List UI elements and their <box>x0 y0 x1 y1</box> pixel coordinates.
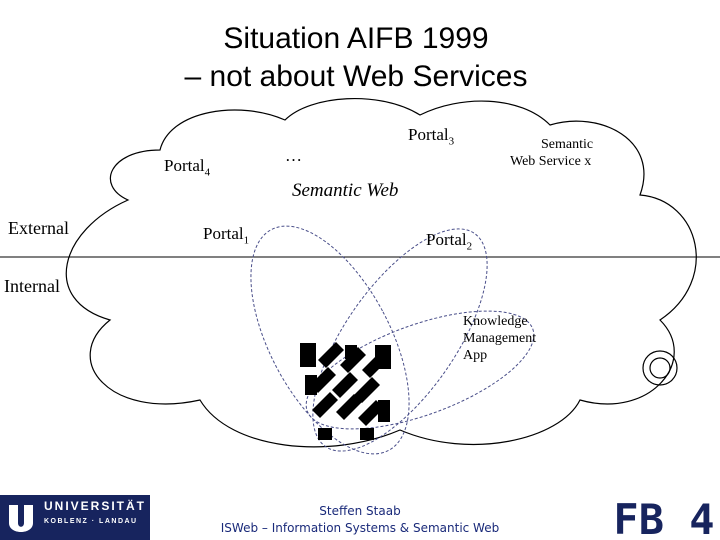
footer-speaker: Steffen Staab <box>319 504 401 518</box>
external-label: External <box>8 218 69 238</box>
portal3-label: Portal3 <box>408 125 454 147</box>
semantic-web-service-label: Semantic <box>541 136 593 153</box>
university-location: KOBLENZ · LANDAU <box>44 518 138 525</box>
km-line1: Knowledge <box>463 314 528 329</box>
building-pattern <box>300 342 391 440</box>
semantic-web-label: Semantic Web <box>292 180 399 201</box>
sws-line1: Semantic <box>541 137 594 152</box>
knowledge-management-ellipse <box>305 310 535 430</box>
km-app-label: Knowledge Management App <box>463 313 536 364</box>
portal1-prefix: Portal <box>203 224 244 243</box>
slide-title-line2: – not about Web Services <box>184 60 528 93</box>
ellipsis-label: … <box>285 146 302 165</box>
university-name: UNIVERSITÄT <box>44 499 147 513</box>
bubble-inner-circle <box>649 357 671 379</box>
bubble-outer-circle <box>642 350 678 386</box>
portal1-label: Portal1 <box>203 224 249 246</box>
sws-line2-label: Web Service x <box>510 154 592 169</box>
portal1-subscript: 1 <box>243 234 250 247</box>
portal2-subscript: 2 <box>466 240 473 253</box>
slide-title-line1: Situation AIFB 1999 <box>223 22 489 55</box>
portal1-scope-ellipse <box>250 225 410 455</box>
portal4-prefix: Portal <box>164 156 205 175</box>
portal2-prefix: Portal <box>426 230 467 249</box>
fb4-text: FB 4 <box>613 495 714 540</box>
university-emblem-icon <box>9 505 33 532</box>
fb4-badge-icon: FB 4 <box>608 494 720 540</box>
km-line2: Management <box>463 331 537 346</box>
portal3-prefix: Portal <box>408 125 449 144</box>
footer-group: ISWeb – Information Systems & Semantic W… <box>220 521 500 535</box>
cloud-shape <box>65 97 697 448</box>
portal4-label: Portal4 <box>164 156 210 178</box>
portal4-subscript: 4 <box>204 166 211 179</box>
portal3-subscript: 3 <box>448 135 455 148</box>
internal-label: Internal <box>4 276 60 296</box>
km-line3: App <box>463 348 488 363</box>
portal2-label: Portal2 <box>426 230 472 252</box>
